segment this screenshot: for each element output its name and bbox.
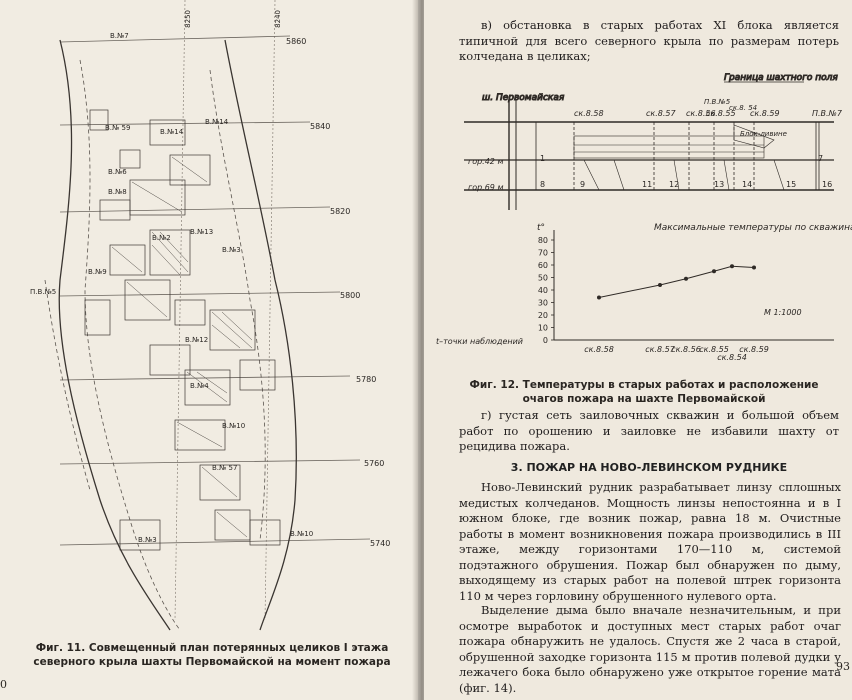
chart-title: Максимальные температуры по скважинам — [654, 223, 852, 233]
map-label: В.№13 — [190, 228, 213, 236]
map-label: В.№10 — [222, 422, 245, 430]
map-label: В.№10 — [290, 530, 313, 538]
block-number: 15 — [786, 180, 796, 189]
mine-section: ш. Первомайская Граница шахтного поля — [464, 73, 839, 210]
block-number: 13 — [714, 180, 724, 189]
block-number: 9 — [580, 180, 585, 189]
x-note: t–точки наблюдений — [436, 337, 523, 346]
map-label: В.№14 — [205, 118, 229, 126]
blanket-label: Блок-ливине — [740, 130, 787, 138]
mine-plan-map: 5860 5840 5820 5800 5780 5760 5740 8250 … — [30, 0, 390, 631]
page-number-left: 0 — [0, 678, 7, 691]
block-number: 14 — [742, 180, 752, 189]
map-label: В.№7 — [110, 32, 129, 40]
horizon-label: гор.69 м — [468, 183, 503, 192]
page-number-right: 93 — [836, 660, 850, 673]
section-top-label: ск.8.57 — [646, 109, 676, 118]
y-axis-label: t° — [537, 223, 545, 233]
data-point — [597, 295, 601, 300]
contour-label-2: 5840 — [310, 122, 330, 131]
temperature-chart: Максимальные температуры по скважинам t°… — [436, 223, 852, 362]
map-label: В.№9 — [88, 268, 107, 276]
block-number: 1 — [540, 154, 545, 163]
series-line-temperature — [598, 265, 755, 298]
block-number: 12 — [669, 180, 679, 189]
x-tick-label: ск.8.57 — [645, 345, 675, 354]
section-top-label: ск.8.55 — [706, 109, 736, 118]
contour-label-7: 5740 — [370, 539, 390, 548]
block-number: 11 — [642, 180, 652, 189]
data-point — [752, 265, 756, 270]
section-top-label: П.В.№7 — [812, 109, 843, 118]
grid-label-1: 8250 — [184, 10, 192, 28]
contour-label-1: 5860 — [286, 37, 306, 46]
paragraph-v: в) обстановка в старых работах XI блока … — [459, 18, 839, 63]
figure-12-caption: Фиг. 12. Температуры в старых работах и … — [469, 379, 819, 405]
map-label: В.№3 — [138, 536, 157, 544]
block-number: 16 — [822, 180, 832, 189]
map-label: В.№6 — [108, 168, 127, 176]
horizon-label: гор.42 м — [468, 157, 503, 166]
y-tick-label: 50 — [538, 274, 548, 283]
y-tick-label: 10 — [538, 324, 548, 333]
x-tick-label: ск.8.59 — [739, 345, 769, 354]
section-heading: 3. ПОЖАР НА НОВО-ЛЕВИНСКОМ РУДНИКЕ — [510, 461, 788, 474]
left-page: 5860 5840 5820 5800 5780 5760 5740 8250 … — [0, 0, 418, 700]
x-tick-label: ск.8.58 — [584, 345, 614, 354]
paragraph-g: г) густая сеть заиловочных скважин и бол… — [459, 408, 839, 453]
data-point — [658, 283, 662, 287]
map-label: В.№ 59 — [105, 124, 130, 132]
map-label: В.№3 — [222, 246, 241, 254]
contour-label-5: 5780 — [356, 375, 376, 384]
data-point — [730, 264, 734, 269]
map-label: В.№2 — [152, 234, 171, 242]
contour-label-4: 5800 — [340, 291, 360, 300]
paragraph-2: Выделение дыма было вначале незначительн… — [459, 603, 841, 695]
grid-label-2: 8240 — [274, 10, 282, 28]
boundary-label: Граница шахтного поля — [724, 73, 838, 83]
y-tick-label: 40 — [538, 286, 548, 295]
section-top-label: ск.8. 54 — [729, 104, 757, 112]
data-point — [712, 269, 716, 274]
x-tick-label: ск.8.56 — [671, 345, 701, 354]
map-label: В.№ 57 — [212, 464, 237, 472]
x-tick-label: ск.8.54 — [717, 353, 747, 362]
map-label: В.№14 — [160, 128, 184, 136]
x-tick-label: ск.8.55 — [699, 345, 729, 354]
contour-label-3: 5820 — [330, 207, 350, 216]
y-tick-label: 0 — [543, 336, 548, 345]
y-tick-label: 80 — [538, 236, 548, 245]
block-number: 7 — [818, 154, 823, 163]
map-label: В.№8 — [108, 188, 127, 196]
section-top-label: П.В.№5 — [704, 98, 731, 106]
scale-label: М 1:1000 — [764, 308, 802, 317]
figure-12: ш. Первомайская Граница шахтного поля — [436, 73, 852, 363]
section-top-label: ск.8.59 — [750, 109, 780, 118]
shaft-label: ш. Первомайская — [482, 93, 565, 103]
y-tick-label: 60 — [538, 261, 548, 270]
y-tick-label: 70 — [538, 249, 548, 258]
map-label: В.№12 — [185, 336, 208, 344]
paragraph-1: Ново-Левинский рудник разрабатывает линз… — [459, 480, 841, 603]
section-top-label: ск.8.58 — [574, 109, 604, 118]
map-label: П.В.№5 — [30, 288, 56, 296]
y-tick-label: 30 — [538, 299, 548, 308]
map-label: В.№4 — [190, 382, 209, 390]
figure-11-caption: Фиг. 11. Совмещенный план потерянных цел… — [33, 642, 391, 668]
contour-label-6: 5760 — [364, 459, 384, 468]
y-tick-label: 20 — [538, 311, 548, 320]
block-number: 8 — [540, 180, 545, 189]
data-point — [684, 276, 688, 281]
right-page: в) обстановка в старых работах XI блока … — [424, 0, 852, 700]
section-top-label: ск.8.56 — [686, 109, 716, 118]
